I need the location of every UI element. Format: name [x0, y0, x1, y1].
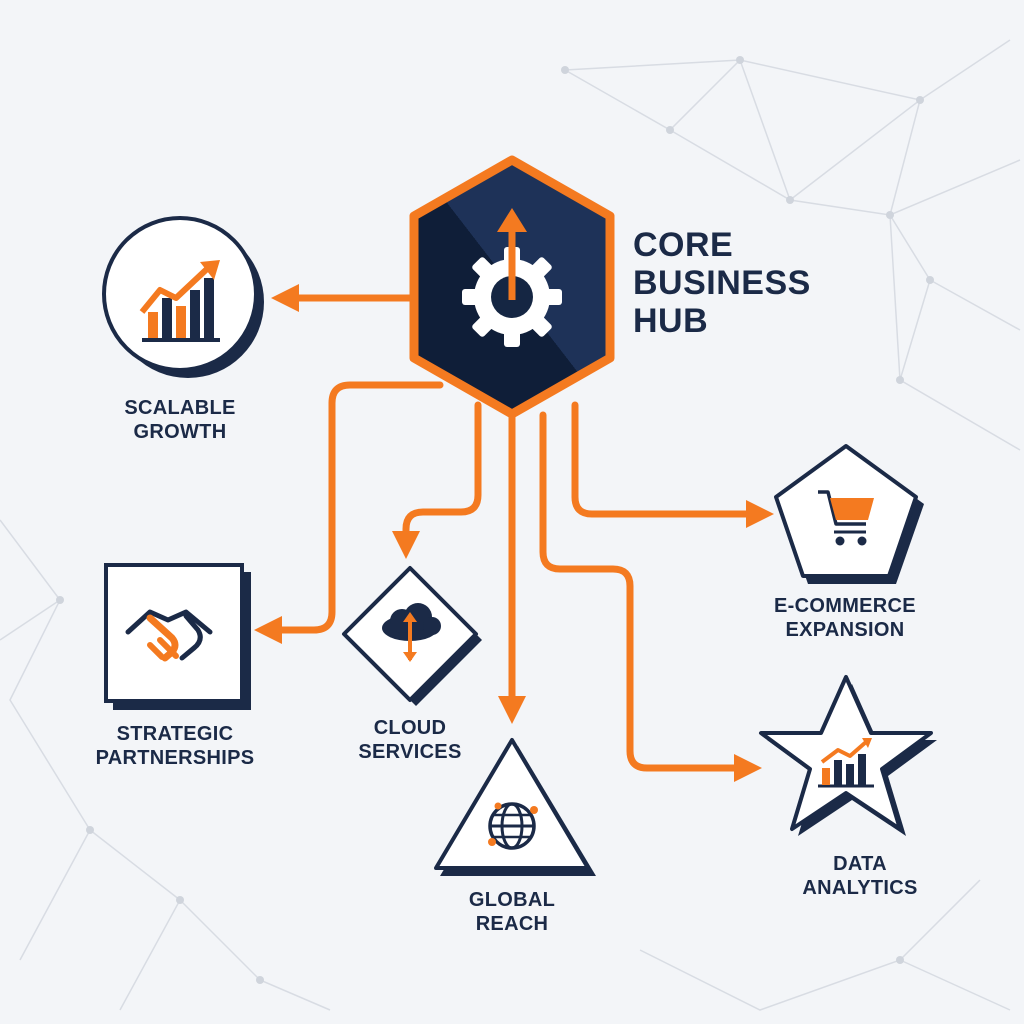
cloud-services-label-line-1: CLOUD [373, 717, 447, 739]
global-reach-label-line-1: GLOBAL [468, 889, 556, 911]
connector-ecommerce [571, 401, 774, 528]
ecommerce-label: E-COMMERCE EXPANSION [740, 594, 950, 642]
ecommerce-label-line-1: E-COMMERCE [774, 595, 916, 617]
data-analytics-label: DATA ANALYTICS [765, 852, 955, 900]
hub-title-line-1: CORE [633, 226, 734, 264]
data-analytics-node [759, 675, 937, 836]
hub-title-line-2: BUSINESS [633, 264, 811, 302]
ecommerce-node [774, 444, 924, 584]
cloud-transfer-icon [382, 603, 441, 662]
connector-data-analytics [539, 411, 762, 782]
strategic-partnerships-label-line-1: STRATEGIC [116, 723, 234, 745]
scalable-growth-node [102, 216, 264, 378]
connector-cloud-services [392, 401, 482, 559]
scalable-growth-label: SCALABLE GROWTH [80, 396, 280, 444]
hub-title-line-3: HUB [633, 302, 709, 340]
cloud-services-label-line-2: SERVICES [358, 741, 462, 763]
cloud-services-node [342, 566, 482, 706]
scalable-growth-label-line-2: GROWTH [133, 421, 227, 443]
core-hub [409, 155, 615, 419]
connector-strategic-partnerships [254, 381, 444, 644]
growth-chart-icon [139, 260, 220, 342]
global-reach-label: GLOBAL REACH [432, 888, 592, 936]
data-analytics-label-line-1: DATA [833, 853, 887, 875]
ecommerce-label-line-2: EXPANSION [785, 619, 905, 641]
globe-network-icon [488, 802, 538, 850]
bar-chart-icon [818, 738, 874, 788]
shopping-cart-icon [818, 490, 874, 546]
global-reach-node [434, 738, 596, 876]
strategic-partnerships-node [104, 563, 251, 710]
background-network-nodes [56, 56, 934, 984]
data-analytics-label-line-2: ANALYTICS [802, 877, 918, 899]
hub-title: CORE BUSINESS HUB [633, 226, 811, 340]
strategic-partnerships-label: STRATEGIC PARTNERSHIPS [70, 722, 280, 770]
cloud-services-label: CLOUD SERVICES [330, 716, 490, 764]
strategic-partnerships-label-line-2: PARTNERSHIPS [95, 747, 255, 769]
global-reach-label-line-2: REACH [475, 913, 549, 935]
scalable-growth-label-line-1: SCALABLE [124, 397, 236, 419]
handshake-icon [125, 609, 213, 662]
